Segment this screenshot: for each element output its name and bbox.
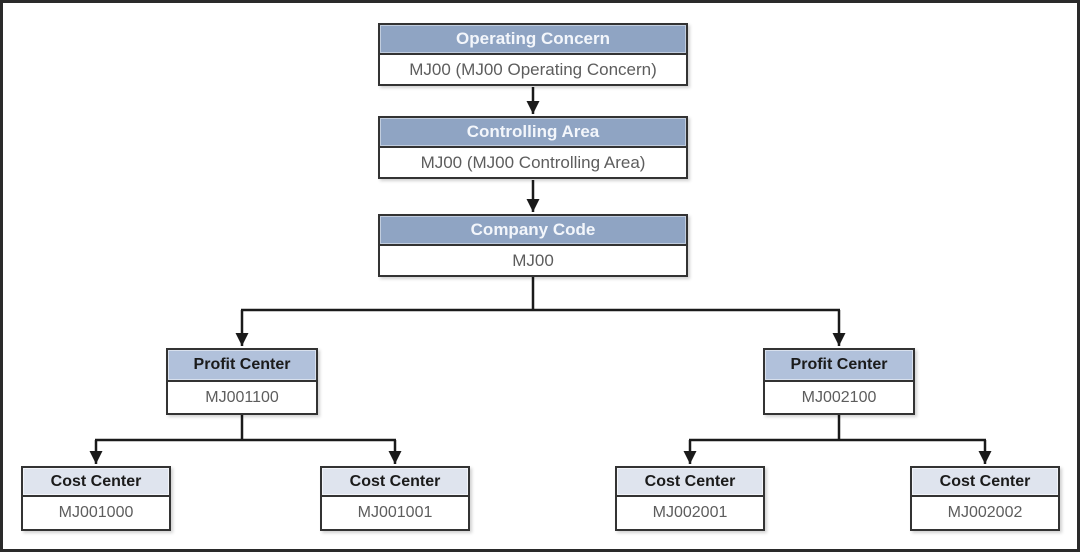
node-controlling-area-title: Controlling Area (380, 118, 686, 148)
node-operating-concern: Operating Concern MJ00 (MJ00 Operating C… (378, 23, 688, 86)
node-operating-concern-value: MJ00 (MJ00 Operating Concern) (380, 55, 686, 84)
node-cost-center-1-value: MJ001000 (23, 497, 169, 529)
node-cost-center-1: Cost Center MJ001000 (21, 466, 171, 531)
node-profit-center-2-value: MJ002100 (765, 382, 913, 413)
node-cost-center-4-title: Cost Center (912, 468, 1058, 497)
node-cost-center-2: Cost Center MJ001001 (320, 466, 470, 531)
node-company-code-value: MJ00 (380, 246, 686, 275)
node-profit-center-1: Profit Center MJ001100 (166, 348, 318, 415)
node-company-code: Company Code MJ00 (378, 214, 688, 277)
node-cost-center-3-value: MJ002001 (617, 497, 763, 529)
node-cost-center-3-title: Cost Center (617, 468, 763, 497)
node-cost-center-4: Cost Center MJ002002 (910, 466, 1060, 531)
node-profit-center-1-title: Profit Center (168, 350, 316, 382)
node-profit-center-2-title: Profit Center (765, 350, 913, 382)
node-profit-center-1-value: MJ001100 (168, 382, 316, 413)
node-controlling-area-value: MJ00 (MJ00 Controlling Area) (380, 148, 686, 177)
node-cost-center-3: Cost Center MJ002001 (615, 466, 765, 531)
node-controlling-area: Controlling Area MJ00 (MJ00 Controlling … (378, 116, 688, 179)
node-profit-center-2: Profit Center MJ002100 (763, 348, 915, 415)
node-cost-center-1-title: Cost Center (23, 468, 169, 497)
node-cost-center-2-value: MJ001001 (322, 497, 468, 529)
node-cost-center-2-title: Cost Center (322, 468, 468, 497)
node-company-code-title: Company Code (380, 216, 686, 246)
node-operating-concern-title: Operating Concern (380, 25, 686, 55)
node-cost-center-4-value: MJ002002 (912, 497, 1058, 529)
